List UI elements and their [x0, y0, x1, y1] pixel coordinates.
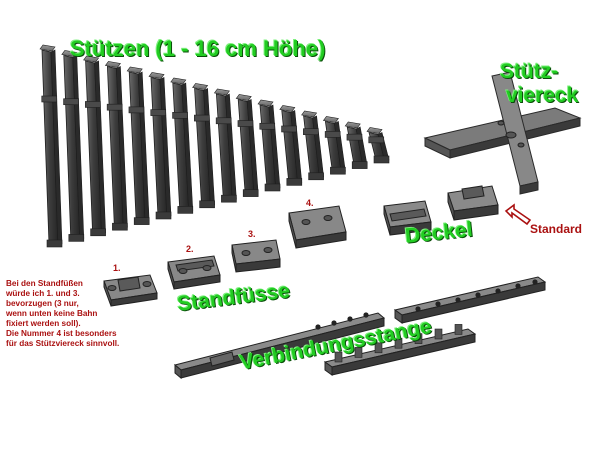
verbindungsstange-1	[173, 312, 386, 380]
stuetze-2	[344, 121, 368, 169]
deckel-part-standard	[447, 185, 499, 221]
stuetze-3	[322, 116, 346, 175]
stuetze-7	[235, 94, 259, 197]
title-stuetzen: Stützen (1 - 16 cm Höhe)	[70, 36, 326, 61]
stuetze-11	[148, 72, 172, 220]
stuetze-15	[61, 50, 85, 242]
note-standfuesse: Bei den Standfüßen würde ich 1. und 3. b…	[6, 279, 120, 348]
stuetze-16	[39, 44, 63, 248]
number-1: 1.	[113, 263, 121, 273]
stuetze-10	[170, 77, 194, 214]
stuetze-4	[301, 110, 324, 181]
standfuss-3	[231, 239, 281, 273]
stuetzviereck-part	[423, 71, 582, 195]
stuetze-6	[257, 99, 281, 192]
peg	[394, 337, 403, 349]
verbindungsstange-pegs	[334, 324, 463, 363]
peg	[414, 333, 423, 344]
peg	[354, 347, 363, 358]
peg	[334, 351, 343, 363]
verbindungsstange-2	[393, 276, 547, 324]
stuetze-12	[126, 66, 150, 225]
stuetze-1	[366, 127, 390, 164]
number-4: 4.	[306, 198, 314, 208]
deckel-part-1	[383, 200, 432, 236]
stuetze-8	[213, 88, 237, 203]
peg	[434, 328, 443, 340]
label-standard: Standard	[530, 222, 583, 236]
arrow-left-icon	[504, 203, 532, 226]
standfuss-1	[103, 274, 158, 307]
label-stuetzviereck-1: Stütz-	[500, 60, 559, 83]
peg	[454, 324, 463, 335]
label-stuetzviereck-2: viereck	[506, 84, 579, 107]
stuetzen-pillars	[39, 44, 390, 248]
stuetze-5	[279, 105, 303, 186]
stuetze-14	[83, 55, 106, 237]
standfuss-4	[288, 205, 347, 249]
number-2: 2.	[186, 244, 194, 254]
stuetze-9	[192, 83, 215, 209]
standfuss-2	[167, 255, 221, 290]
peg	[374, 342, 383, 354]
stuetze-13	[104, 61, 128, 231]
number-3: 3.	[248, 229, 256, 239]
